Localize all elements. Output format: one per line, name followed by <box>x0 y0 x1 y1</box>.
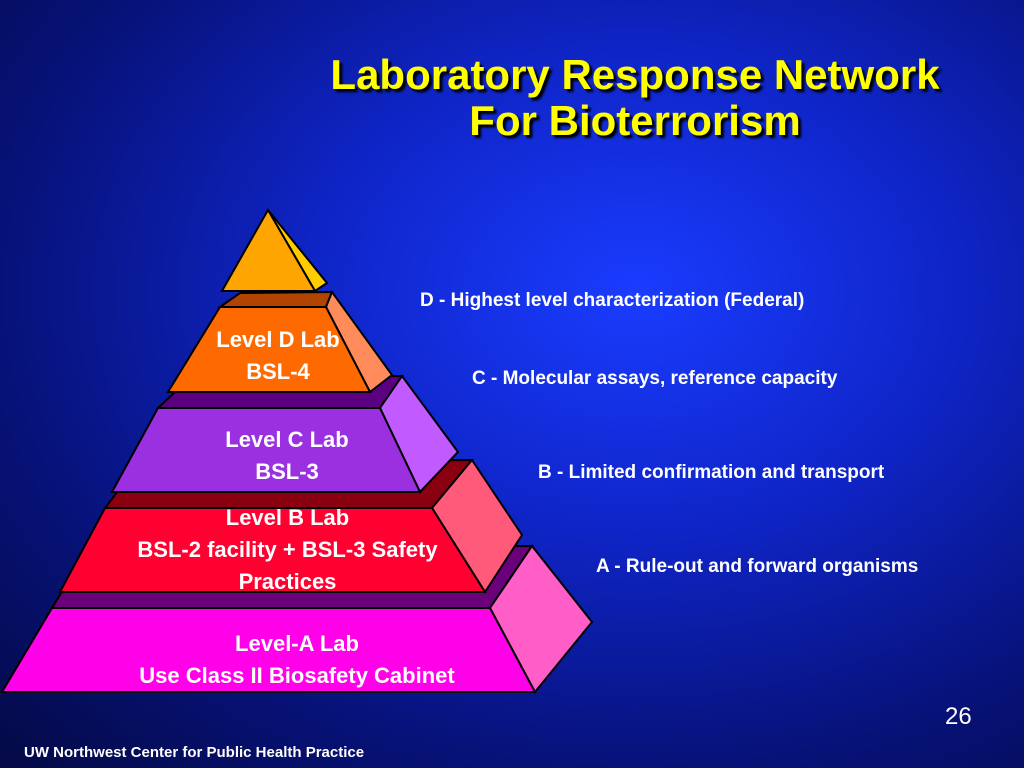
level-b-subtitle: BSL-2 facility + BSL-3 Safety <box>137 537 438 562</box>
slide-title: Laboratory Response Network For Bioterro… <box>285 52 985 144</box>
page-number: 26 <box>945 703 972 730</box>
level-c-subtitle: BSL-3 <box>255 459 319 484</box>
level-a-subtitle: Use Class II Biosafety Cabinet <box>139 663 455 688</box>
level-b-label: Level B Lab BSL-2 facility + BSL-3 Safet… <box>80 502 495 598</box>
level-a-description: A - Rule-out and forward organisms <box>596 556 919 577</box>
level-a-front-face <box>0 607 537 693</box>
level-d-subtitle: BSL-4 <box>246 359 310 384</box>
level-c-label: Level C Lab BSL-3 <box>172 424 402 488</box>
apex-front-face <box>220 207 317 292</box>
level-b-description: B - Limited confirmation and transport <box>538 462 885 483</box>
level-c-title: Level C Lab <box>225 427 349 452</box>
level-a-title: Level-A Lab <box>235 631 359 656</box>
title-line-2: For Bioterrorism <box>469 97 801 144</box>
level-b-subtitle-cont: Practices <box>238 569 337 594</box>
level-d-title: Level D Lab <box>216 327 340 352</box>
title-line-1: Laboratory Response Network <box>330 51 940 98</box>
level-d-label: Level D Lab BSL-4 <box>168 324 388 388</box>
level-b-title: Level B Lab <box>225 505 350 530</box>
level-a-label: Level-A Lab Use Class II Biosafety Cabin… <box>72 628 522 692</box>
level-c-front-face <box>110 407 422 493</box>
footer-text: UW Northwest Center for Public Health Pr… <box>24 744 365 761</box>
level-c-description: C - Molecular assays, reference capacity <box>472 368 838 389</box>
level-d-top-face <box>216 290 334 308</box>
level-d-description: D - Highest level characterization (Fede… <box>420 290 805 311</box>
level-d-front-face <box>166 306 372 393</box>
level-b-front-face <box>58 507 487 593</box>
